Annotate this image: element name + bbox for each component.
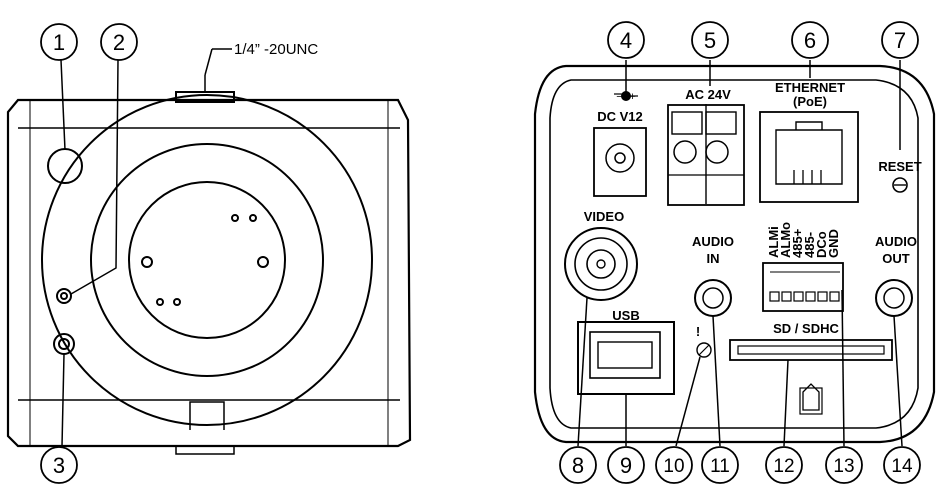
audio-in-jack <box>694 279 732 317</box>
callout-circle-5 <box>691 21 729 59</box>
callout-circle-11 <box>701 446 739 484</box>
ethernet-port <box>759 111 859 203</box>
callout-6: 6 <box>804 28 816 53</box>
callout-14: 14 <box>891 456 913 477</box>
label-audio-out-2: OUT <box>882 251 910 266</box>
callout-circle-8 <box>559 446 597 484</box>
callout-4: 4 <box>620 28 632 53</box>
callout-10: 10 <box>663 456 684 477</box>
callout-3: 3 <box>53 453 65 478</box>
callout-5: 5 <box>704 28 716 53</box>
label-polarity: −●+ <box>616 91 636 103</box>
io-terminal-block <box>762 262 844 312</box>
status-led <box>56 288 72 304</box>
label-ac: AC 24V <box>685 87 731 102</box>
label-ethernet: ETHERNET <box>775 80 845 95</box>
callout-circle-2 <box>100 23 138 61</box>
lens-inner-plate <box>128 181 286 339</box>
label-reset: RESET <box>878 159 921 174</box>
callout-circle-4 <box>607 21 645 59</box>
reset-button <box>892 177 908 193</box>
callout-2: 2 <box>113 30 125 55</box>
sd-card-slot <box>729 339 893 361</box>
pin-label-gnd: GND <box>826 229 841 258</box>
label-audio-in-2: IN <box>707 251 720 266</box>
label-dc: DC V12 <box>597 109 643 124</box>
audio-out-jack <box>875 279 913 317</box>
pin-label-485m: 485- <box>802 232 817 258</box>
pin-label-dco: DCo <box>814 231 829 258</box>
callout-circle-9 <box>607 446 645 484</box>
callout-13: 13 <box>833 456 854 477</box>
callout-circle-6 <box>791 21 829 59</box>
label-poe: (PoE) <box>793 94 827 109</box>
callout-circle-7 <box>881 21 919 59</box>
callout-8: 8 <box>572 453 584 478</box>
callout-circle-12 <box>765 446 803 484</box>
label-video: VIDEO <box>584 209 624 224</box>
callout-circle-1 <box>40 23 78 61</box>
label-audio-out-1: AUDIO <box>875 234 917 249</box>
callout-circle-10 <box>655 446 693 484</box>
lens-mount-ring <box>90 143 324 377</box>
camera-body <box>6 98 412 448</box>
rear-panel <box>533 64 936 444</box>
label-warning: ! <box>696 324 700 339</box>
warning-hole <box>696 342 712 358</box>
callout-1: 1 <box>53 30 65 55</box>
callout-circle-3 <box>40 446 78 484</box>
label-sd: SD / SDHC <box>773 321 839 336</box>
thread-label: 1/4” -20UNC <box>234 41 318 58</box>
front-view <box>6 48 412 455</box>
lens-outer-ring <box>41 94 373 426</box>
pin-label-almo: ALMo <box>778 222 793 258</box>
callout-7: 7 <box>894 28 906 53</box>
callout-circle-14 <box>883 446 921 484</box>
callout-9: 9 <box>620 453 632 478</box>
callout-12: 12 <box>773 456 794 477</box>
callout-11: 11 <box>710 456 730 477</box>
label-audio-in-1: AUDIO <box>692 234 734 249</box>
label-usb: USB <box>612 308 639 323</box>
dc-power-jack <box>593 127 647 197</box>
callout-circle-13 <box>825 446 863 484</box>
pin-label-almi: ALMi <box>766 226 781 258</box>
rear-view <box>533 60 936 447</box>
video-bnc-connector <box>564 227 638 301</box>
pin-label-485p: 485+ <box>790 228 805 258</box>
